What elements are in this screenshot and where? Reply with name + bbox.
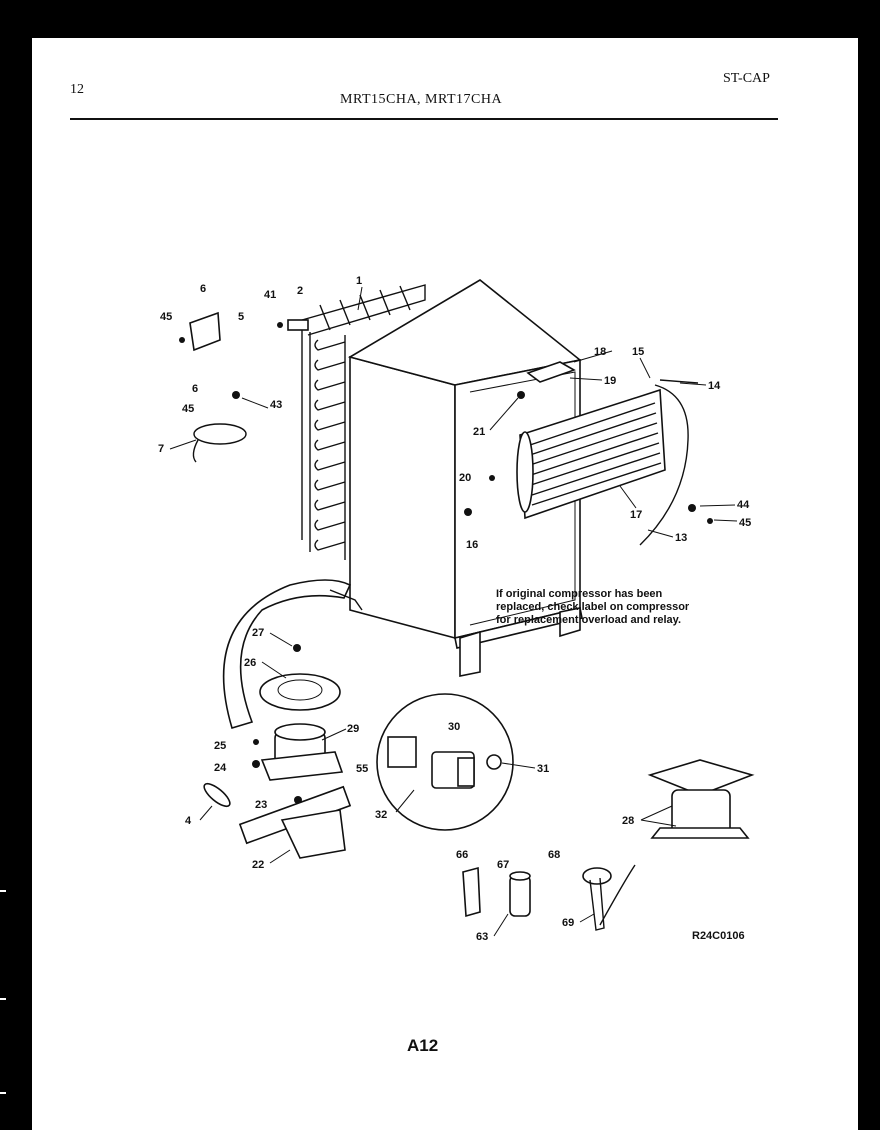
callout-1: 1: [356, 275, 362, 287]
leader-lines: [169, 286, 738, 937]
edge-mark: [0, 998, 6, 1000]
direction-arrow: [222, 579, 363, 729]
callout-63: 63: [476, 931, 488, 943]
callout-5: 5: [238, 311, 244, 323]
callout-41: 41: [264, 289, 276, 301]
callout-20: 20: [459, 472, 471, 484]
callout-69: 69: [562, 917, 574, 929]
relay-detail: [376, 693, 514, 831]
callout-55: 55: [356, 763, 368, 775]
callout-44: 44: [737, 499, 750, 511]
callout-28: 28: [622, 815, 634, 827]
note-line-2: replaced, check label on compressor: [496, 601, 690, 613]
callout-21: 21: [473, 426, 485, 438]
callout-18: 18: [594, 346, 606, 358]
callout-32: 32: [375, 809, 387, 821]
callout-30: 30: [448, 721, 460, 733]
callout-31: 31: [537, 763, 549, 775]
page-number: 12: [70, 82, 84, 97]
model-numbers: MRT15CHA, MRT17CHA: [340, 92, 503, 107]
callout-15: 15: [632, 346, 644, 358]
note-line-1: If original compressor has been: [496, 588, 663, 600]
page-label: A12: [407, 1036, 439, 1055]
callout-6b: 6: [192, 383, 198, 395]
callout-7: 7: [158, 443, 164, 455]
callout-29: 29: [347, 723, 359, 735]
callout-19: 19: [604, 375, 616, 387]
condenser-coil: [301, 284, 426, 560]
callout-4: 4: [185, 815, 192, 827]
callout-13: 13: [675, 532, 687, 544]
note-line-3: for replacement overload and relay.: [496, 614, 682, 626]
alternate-compressor: [647, 759, 755, 839]
callout-67: 67: [497, 859, 509, 871]
edge-mark: [0, 890, 6, 892]
callout-68: 68: [548, 849, 560, 861]
callout-45b: 45: [182, 403, 194, 415]
callout-43: 43: [270, 399, 282, 411]
compressor-note: If original compressor has been replaced…: [496, 588, 689, 627]
callout-45: 45: [160, 311, 172, 323]
callout-27: 27: [252, 627, 264, 639]
callout-22: 22: [252, 859, 264, 871]
header-rule: [70, 118, 778, 120]
callout-66: 66: [456, 849, 468, 861]
callout-2: 2: [297, 285, 303, 297]
compressor: [203, 644, 352, 859]
callout-16: 16: [466, 539, 478, 551]
callout-17: 17: [630, 509, 642, 521]
callout-14: 14: [708, 380, 721, 392]
callout-23: 23: [255, 799, 267, 811]
callout-25: 25: [214, 740, 226, 752]
evaporator: [516, 379, 699, 546]
callout-26: 26: [244, 657, 256, 669]
callout-45c: 45: [739, 517, 751, 529]
capacitor-parts: [462, 864, 636, 931]
callout-labels: 1 2 41 6 45 5 6 45 43 7 18 15 14 19 21 2…: [158, 275, 751, 943]
callout-6: 6: [200, 283, 206, 295]
edge-mark: [0, 1092, 6, 1094]
reference-code: R24C0106: [692, 930, 745, 942]
section-code: ST-CAP: [723, 71, 770, 86]
drain-parts: [179, 311, 713, 524]
callout-24: 24: [214, 762, 227, 774]
